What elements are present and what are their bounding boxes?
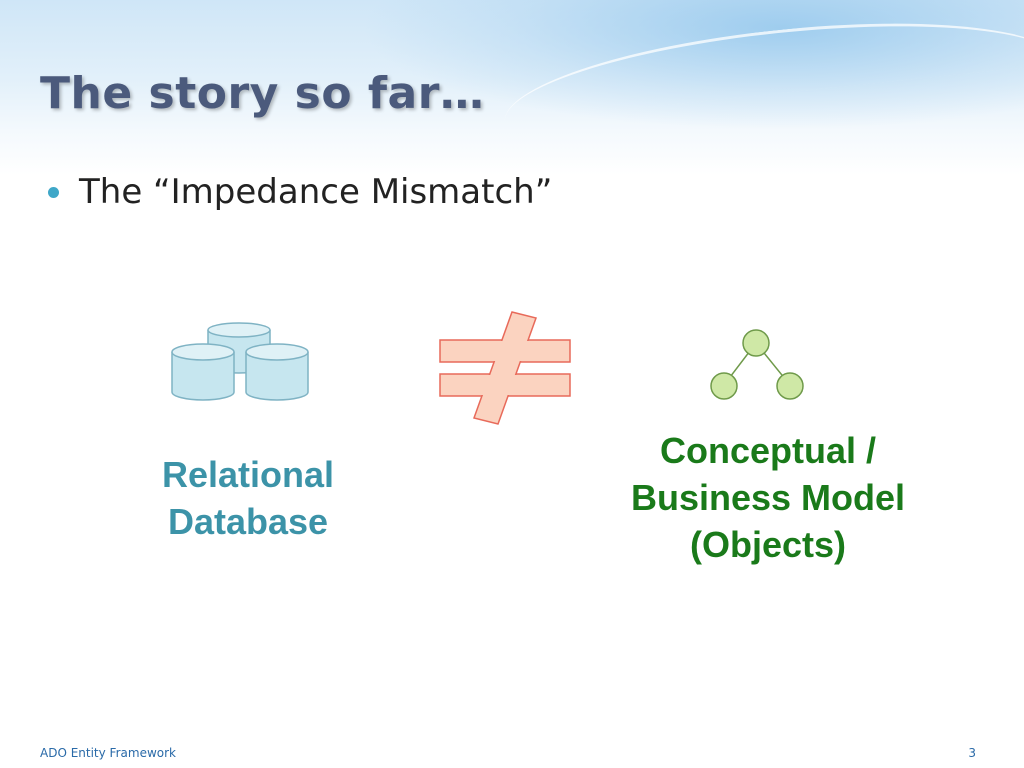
page-number: 3 (968, 746, 976, 760)
bullet-item: The “Impedance Mismatch” (48, 172, 552, 212)
model-label-line: Conceptual / (659, 430, 877, 471)
db-label-line: Database (167, 501, 329, 542)
tree-icon (710, 329, 804, 400)
not-equal-icon (439, 311, 571, 425)
db-label-line: Relational (161, 454, 335, 495)
model-label-line: (Objects) (689, 524, 847, 565)
header-background (0, 0, 1024, 175)
relational-database-label: Relational Database (128, 451, 368, 545)
model-label-line: Business Model (630, 477, 906, 518)
bullet-text: The “Impedance Mismatch” (79, 172, 553, 212)
database-icon (171, 322, 309, 401)
footer-title: ADO Entity Framework (40, 746, 176, 760)
conceptual-model-label: Conceptual / Business Model (Objects) (588, 427, 948, 568)
slide-title: The story so far… (40, 68, 485, 119)
bullet-dot-icon (48, 186, 59, 198)
